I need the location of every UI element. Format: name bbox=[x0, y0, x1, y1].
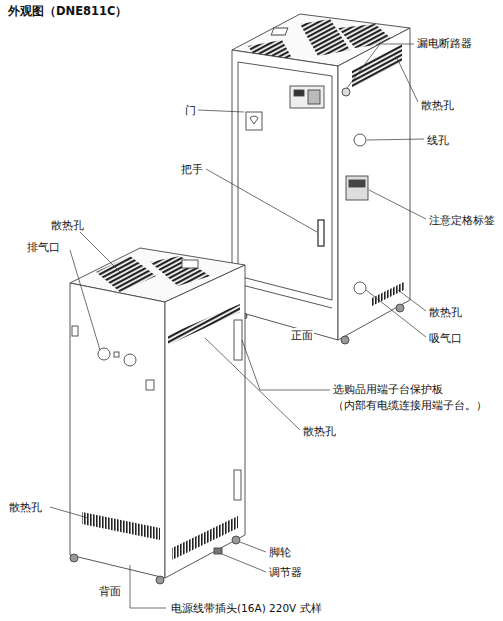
back-cabinet bbox=[70, 248, 245, 584]
part-label: 门 bbox=[184, 103, 197, 117]
part-label: 调节器 bbox=[268, 565, 303, 579]
part-label: 正面 bbox=[290, 328, 314, 342]
part-label: 注意定格标签 bbox=[428, 213, 496, 227]
figure-title: 外观图（DNE811C） bbox=[8, 4, 127, 19]
front-cabinet bbox=[232, 14, 410, 344]
part-label: 电源线带插头(16A) 220V 式样 bbox=[170, 601, 323, 615]
part-label: 吸气口 bbox=[428, 331, 463, 345]
part-label: 脚轮 bbox=[268, 545, 292, 559]
part-label: 把手 bbox=[180, 162, 204, 176]
leader-lines bbox=[50, 44, 426, 608]
part-label: 排气口 bbox=[26, 240, 61, 254]
part-label: 漏电断路器 bbox=[416, 36, 473, 50]
part-label: 散热孔 bbox=[420, 98, 455, 112]
part-label: 线孔 bbox=[426, 133, 450, 147]
part-label: 散热孔 bbox=[302, 424, 337, 438]
part-label: 散热孔 bbox=[428, 305, 463, 319]
part-label: 散热孔 bbox=[50, 218, 85, 232]
part-label: 散热孔 bbox=[8, 500, 43, 514]
part-label: 背面 bbox=[98, 584, 122, 598]
part-label: 选购品用端子台保护板 bbox=[332, 382, 444, 396]
part-label: （内部有电缆连接用端子台。） bbox=[332, 398, 499, 412]
